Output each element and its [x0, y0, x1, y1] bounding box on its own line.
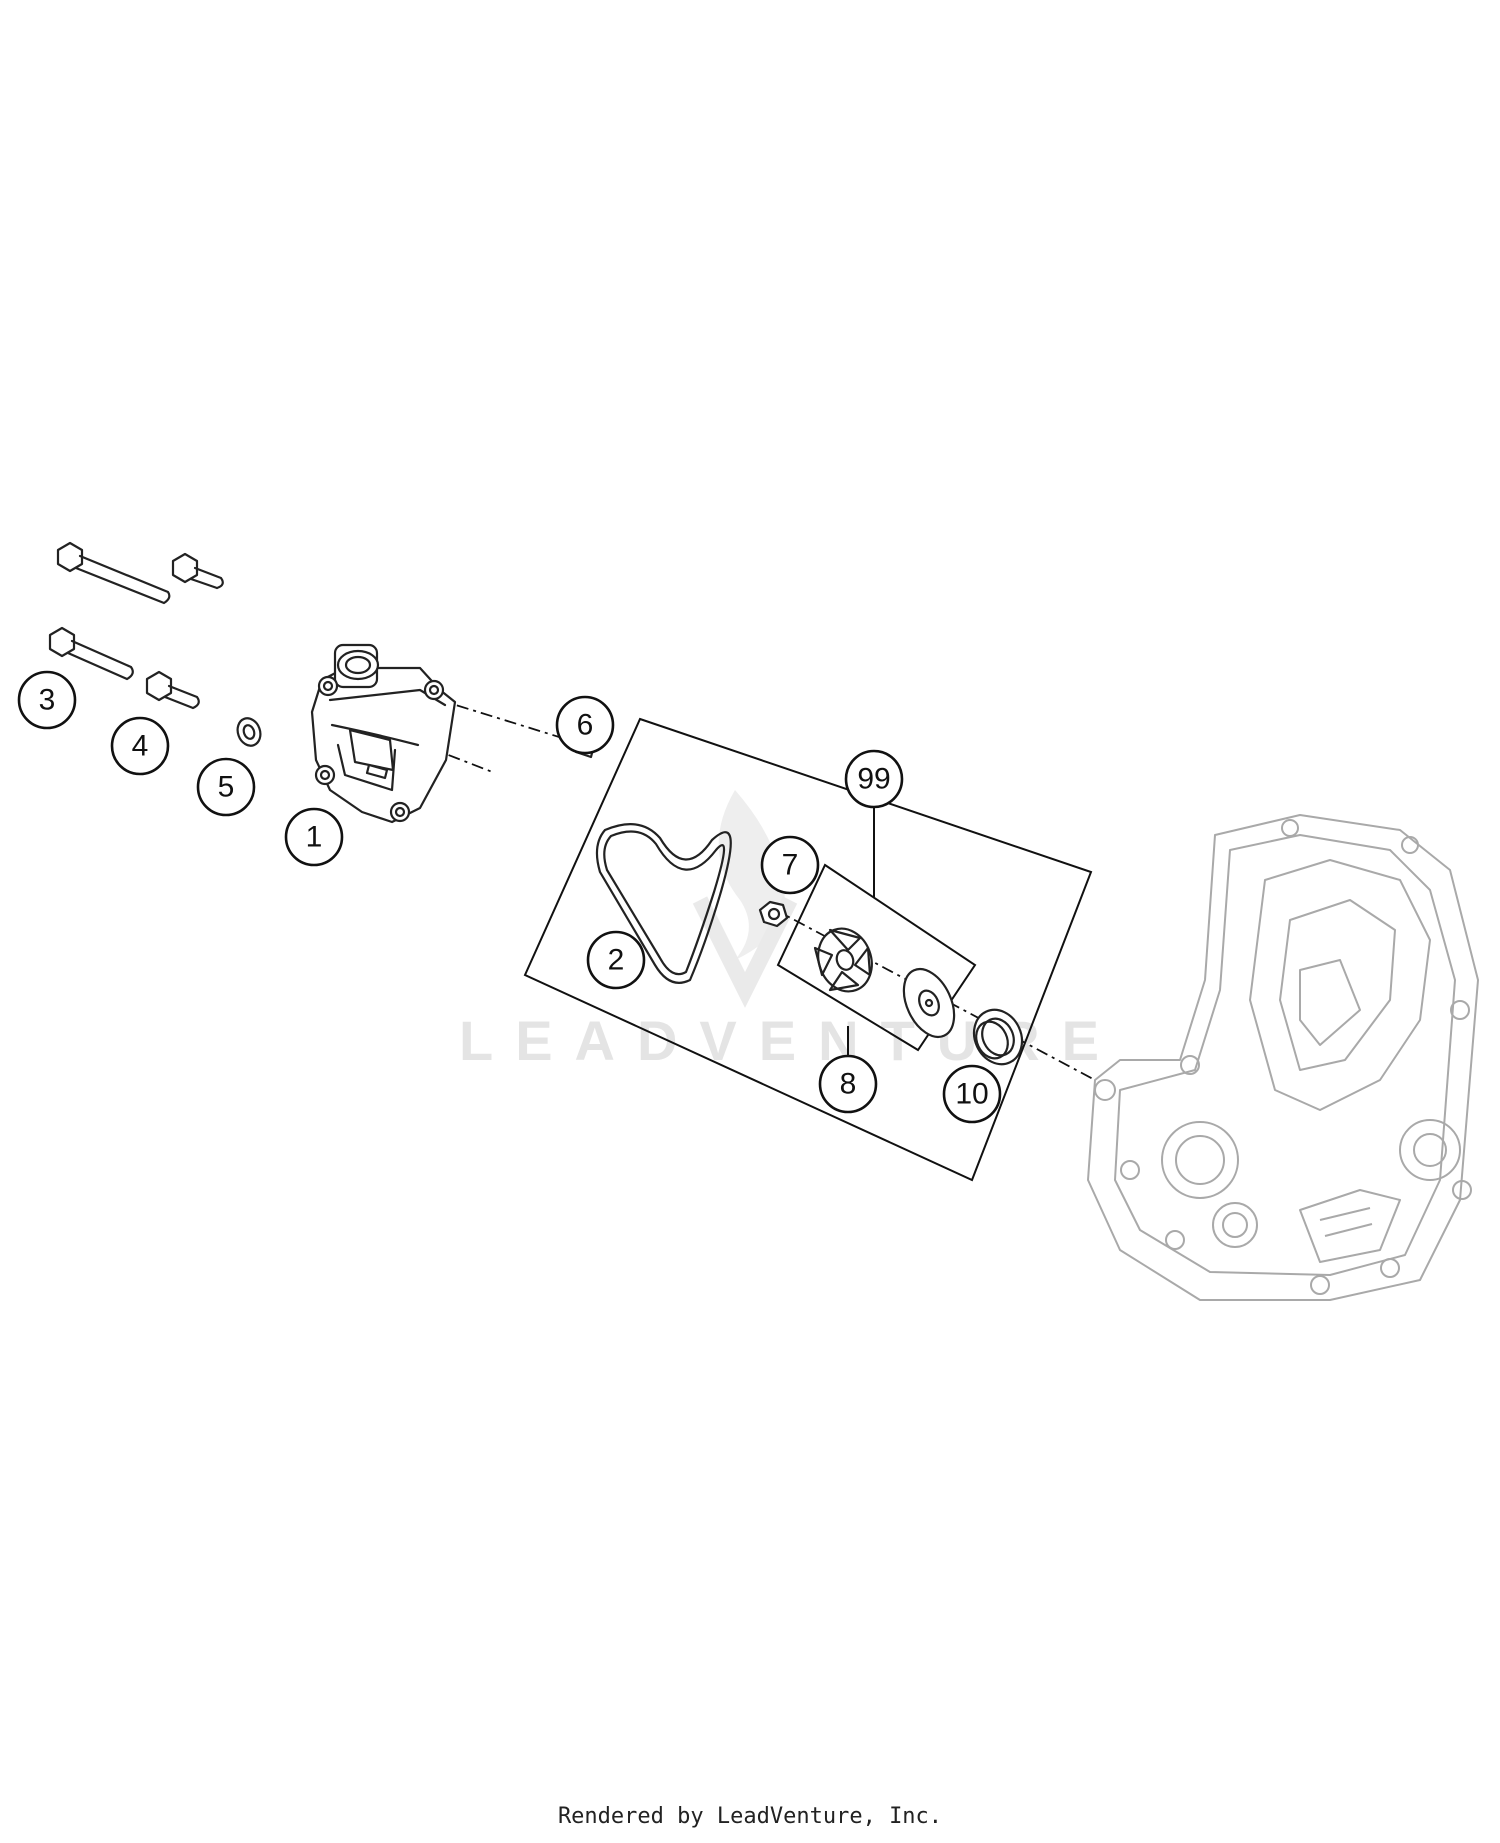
gasket-o-ring: [595, 823, 732, 984]
callout-1: 1: [284, 807, 344, 867]
callout-99: 99: [844, 749, 904, 809]
leadventure-watermark: LEADVENTURE: [459, 790, 1099, 1072]
kit-group-box-99: [523, 717, 1093, 1182]
svg-text:1: 1: [306, 821, 323, 854]
bolt-long-top: [56, 541, 171, 605]
callout-10: 10: [942, 1064, 1002, 1124]
pump-shaft-disc: [902, 967, 956, 1039]
callout-4: 4: [110, 716, 170, 776]
shaft-seal: [972, 1008, 1024, 1066]
callout-3: 3: [17, 670, 77, 730]
clutch-cover: [1087, 814, 1479, 1301]
callout-5: 5: [196, 757, 256, 817]
seal-ring: [236, 717, 262, 747]
svg-text:2: 2: [608, 944, 625, 977]
svg-text:4: 4: [132, 730, 149, 763]
svg-text:99: 99: [857, 763, 890, 796]
callout-7: 7: [760, 835, 820, 895]
svg-text:10: 10: [955, 1078, 988, 1111]
callout-leaders: [847, 807, 875, 1057]
callout-8: 8: [818, 1054, 878, 1114]
svg-text:6: 6: [577, 709, 594, 742]
svg-text:8: 8: [840, 1068, 857, 1101]
svg-text:3: 3: [39, 684, 56, 717]
impeller-group-box-8: [776, 863, 977, 1052]
callout-6: 6: [555, 695, 615, 755]
bolt-long-bottom: [48, 626, 134, 681]
bolt-short-bottom: [145, 670, 200, 710]
dowel-pin-left: [365, 763, 389, 780]
bolt-short-top: [171, 552, 224, 590]
svg-text:7: 7: [782, 849, 799, 882]
impeller: [813, 927, 873, 993]
callout-2: 2: [586, 930, 646, 990]
water-pump-cover: [310, 643, 457, 824]
rendered-by-footer: Rendered by LeadVenture, Inc.: [557, 1804, 943, 1829]
impeller-nut: [758, 900, 789, 928]
svg-text:5: 5: [218, 771, 235, 804]
